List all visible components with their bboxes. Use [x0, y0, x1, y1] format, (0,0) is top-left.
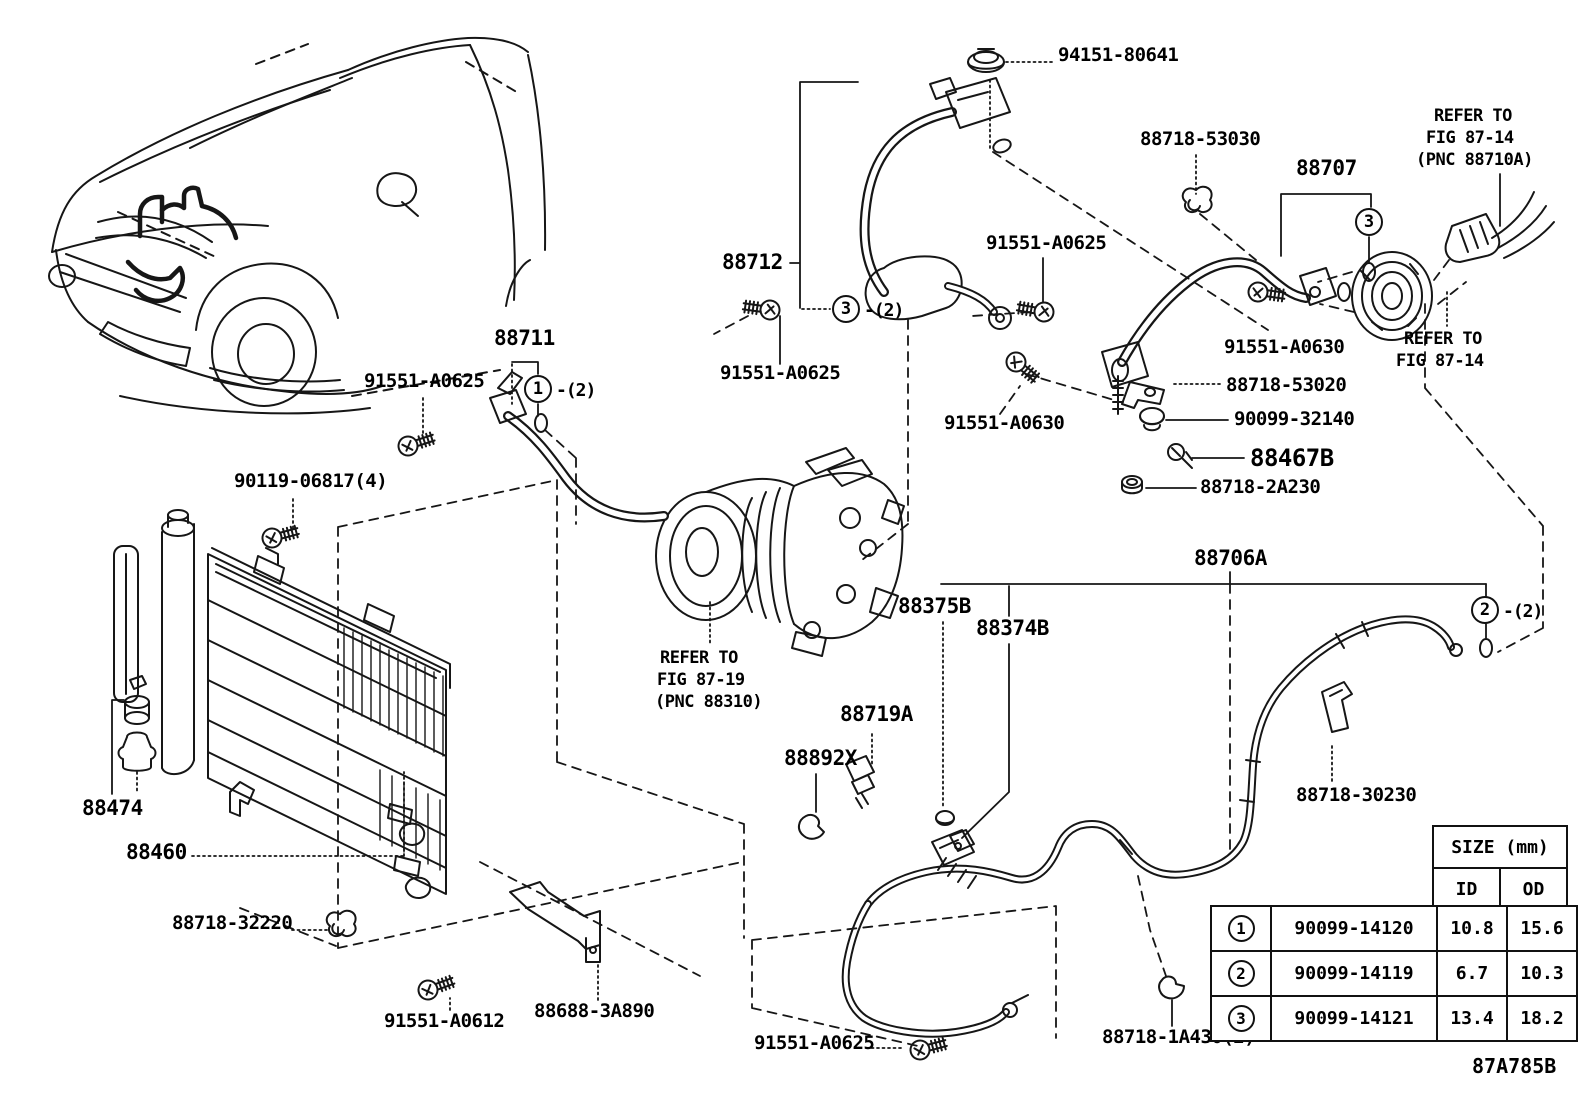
label-94151-80641: 94151-80641	[1058, 44, 1179, 66]
label-90119-06817: 90119-06817(4)	[234, 470, 388, 492]
size-table-col-od: OD	[1499, 867, 1568, 911]
label-91551-a0630-right: 91551-A0630	[1224, 336, 1345, 358]
label-91551-a0612: 91551-A0612	[384, 1010, 505, 1032]
callout-1-qty: -(2)	[556, 380, 596, 401]
note-fig8714b-line2: FIG 87-14	[1396, 351, 1484, 371]
label-90099-32140: 90099-32140	[1234, 408, 1355, 430]
callout-3-single-num: 3	[1363, 212, 1375, 232]
label-91551-a0625-top: 91551-A0625	[986, 232, 1107, 254]
note-fig8714-line2: FIG 87-14	[1426, 128, 1514, 148]
size-row1-od: 15.6	[1506, 905, 1578, 952]
label-88374b: 88374B	[976, 616, 1049, 640]
label-88718-32220: 88718-32220	[172, 912, 293, 934]
size-table-title: SIZE (mm)	[1432, 825, 1568, 869]
size-table-col-id: ID	[1432, 867, 1501, 911]
label-91551-a0625-mid: 91551-A0625	[720, 362, 841, 384]
compressor-drawing	[655, 447, 905, 657]
label-88711: 88711	[494, 326, 555, 350]
callout-3-num: 3	[840, 299, 852, 319]
vehicle-sketch	[48, 36, 547, 415]
label-88712: 88712	[722, 250, 783, 274]
size-row2-id: 6.7	[1436, 950, 1508, 997]
label-88688-3a890: 88688-3A890	[534, 1000, 655, 1022]
hose-88707-drawing	[1101, 191, 1555, 388]
figure-code: 87A785B	[1472, 1054, 1557, 1078]
note-fig8719-line2: FIG 87-19	[657, 670, 745, 690]
size-row3-part: 90099-14121	[1270, 995, 1438, 1042]
engine-bay-piping-highlight	[125, 185, 239, 303]
label-88706a: 88706A	[1194, 546, 1267, 570]
label-88718-30230: 88718-30230	[1296, 784, 1417, 806]
label-91551-a0625-left: 91551-A0625	[364, 370, 485, 392]
callout-2-qty: -(2)	[1503, 601, 1543, 622]
label-88718-2a230: 88718-2A230	[1200, 476, 1321, 498]
callout-1-num: 1	[532, 379, 544, 399]
size-table-row: 1 90099-14120 10.8 15.6	[1210, 905, 1578, 952]
label-88375b: 88375B	[898, 594, 971, 618]
size-row1-circle: 1	[1227, 915, 1255, 942]
label-88707: 88707	[1296, 156, 1357, 180]
label-88467b: 88467B	[1250, 444, 1334, 472]
size-table-row: 3 90099-14121 13.4 18.2	[1210, 995, 1578, 1042]
pipe-88711-drawing	[489, 371, 669, 523]
pipe-88706a-drawing	[841, 615, 1463, 1038]
note-fig8719-line3: (PNC 88310)	[655, 692, 763, 712]
note-fig8714-line3: (PNC 88710A)	[1416, 150, 1533, 170]
note-fig8719-line1: REFER TO	[660, 648, 738, 668]
note-fig8714b-line1: REFER TO	[1404, 329, 1482, 349]
hose-88712-drawing	[859, 48, 1012, 330]
size-row3-od: 18.2	[1506, 995, 1578, 1042]
callout-2: 2	[1471, 596, 1499, 624]
size-table-row: 2 90099-14119 6.7 10.3	[1210, 950, 1578, 997]
label-88719a: 88719A	[840, 702, 913, 726]
size-row2-od: 10.3	[1506, 950, 1578, 997]
label-88460: 88460	[126, 840, 187, 864]
label-91551-a0625-bottom: 91551-A0625	[754, 1032, 875, 1054]
callout-2-num: 2	[1479, 600, 1491, 620]
label-91551-a0630-left: 91551-A0630	[944, 412, 1065, 434]
size-row1-id: 10.8	[1436, 905, 1508, 952]
size-table-body: 1 90099-14120 10.8 15.6 2 90099-14119 6.…	[1210, 905, 1578, 1042]
callout-3: 3	[832, 295, 860, 323]
size-table-header: SIZE (mm) ID OD	[1432, 825, 1568, 911]
label-88718-53030: 88718-53030	[1140, 128, 1261, 150]
note-fig8714-line1: REFER TO	[1434, 106, 1512, 126]
callout-1: 1	[524, 375, 552, 403]
label-88718-53020: 88718-53020	[1226, 374, 1347, 396]
size-row2-part: 90099-14119	[1270, 950, 1438, 997]
size-row1-part: 90099-14120	[1270, 905, 1438, 952]
leader-lines	[111, 61, 1501, 1049]
dashed-lines	[239, 151, 1544, 1047]
callout-3-single: 3	[1355, 208, 1383, 236]
label-88892x: 88892X	[784, 746, 857, 770]
condenser-drawing	[113, 509, 451, 899]
callout-3-qty: -(2)	[864, 300, 904, 321]
size-row2-circle: 2	[1227, 960, 1255, 987]
size-row3-circle: 3	[1227, 1005, 1255, 1032]
label-88474: 88474	[82, 796, 143, 820]
size-row3-id: 13.4	[1436, 995, 1508, 1042]
hardware-parts	[259, 185, 1493, 1063]
